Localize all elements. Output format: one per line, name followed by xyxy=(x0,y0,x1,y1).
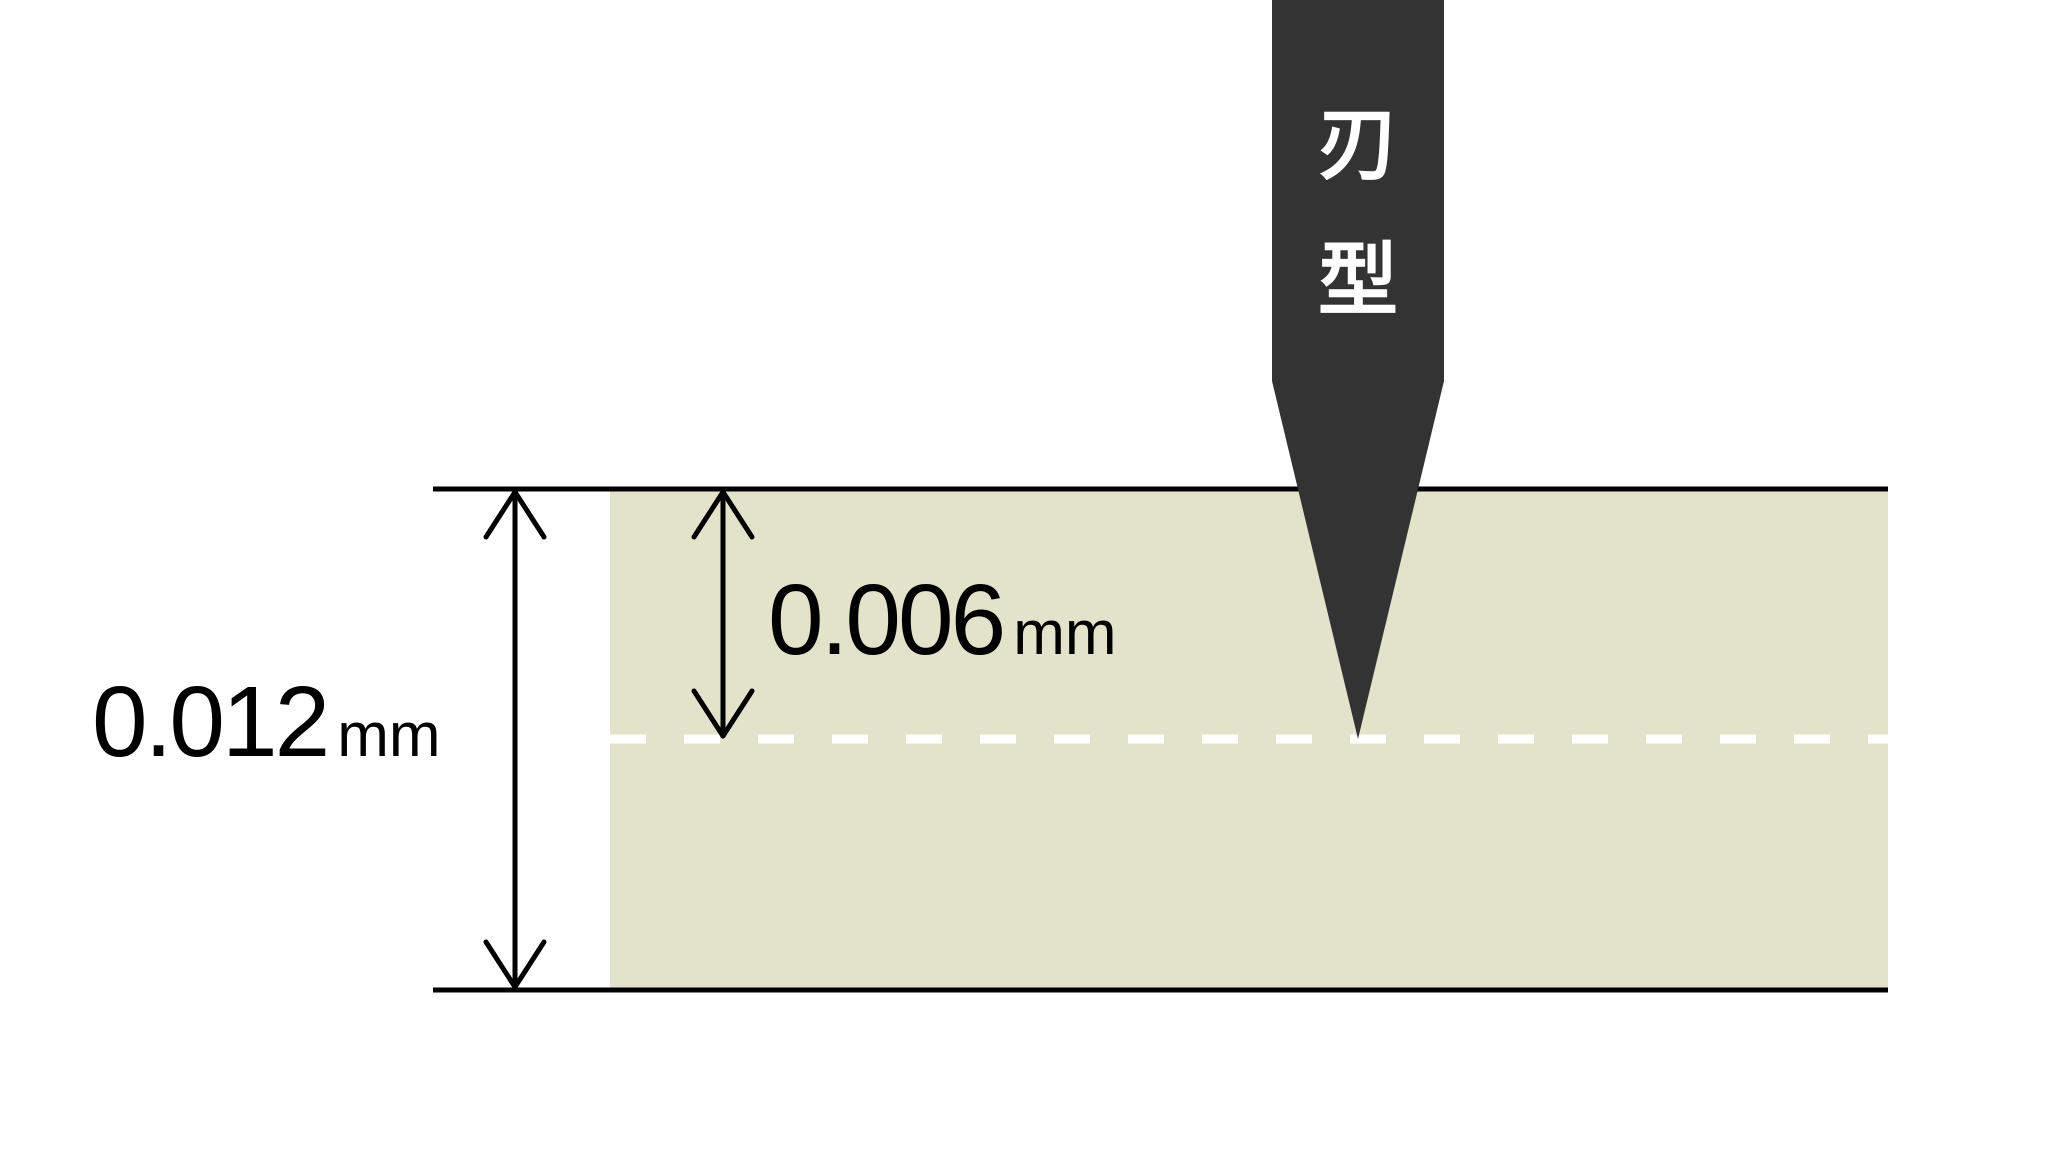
cut-depth-value: 0.006 xyxy=(768,564,1003,676)
total-thickness-unit: mm xyxy=(337,701,440,770)
total-thickness-value: 0.012 xyxy=(92,666,327,778)
blade-shape xyxy=(1272,0,1444,739)
cut-depth-unit: mm xyxy=(1013,599,1116,668)
total-thickness-arrow xyxy=(483,489,547,990)
blade-label-char2: 型 xyxy=(1318,234,1398,327)
cut-depth-arrow xyxy=(691,489,755,739)
blade-label-char1: 刃 xyxy=(1318,98,1398,191)
